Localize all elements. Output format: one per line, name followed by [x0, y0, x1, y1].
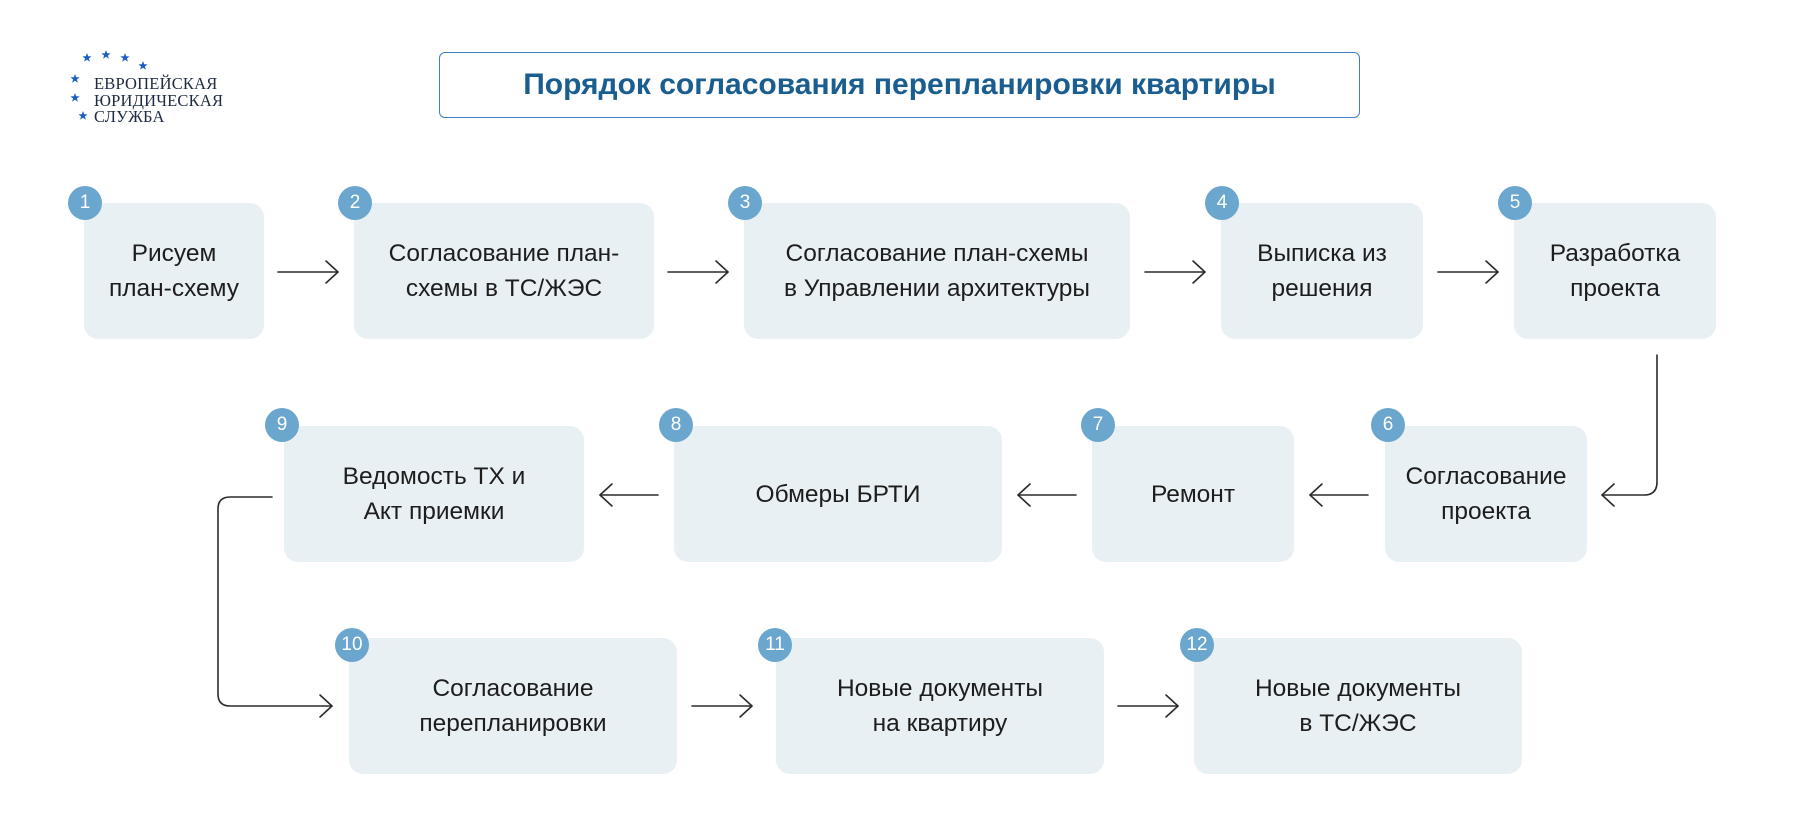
logo: ЕВРОПЕЙСКАЯ ЮРИДИЧЕСКАЯ СЛУЖБА	[65, 45, 255, 135]
arrow-4-5	[1437, 260, 1499, 284]
logo-text: ЕВРОПЕЙСКАЯ ЮРИДИЧЕСКАЯ СЛУЖБА	[94, 74, 224, 126]
step-4-box: Выписка из решения	[1221, 203, 1423, 339]
step-number-badge: 4	[1205, 186, 1239, 220]
step-8-box: Обмеры БРТИ	[674, 426, 1002, 562]
step-label: Обмеры БРТИ	[755, 480, 921, 508]
logo-stars	[70, 50, 148, 120]
page-title: Порядок согласования перепланировки квар…	[523, 68, 1276, 101]
step-10-box: Согласование перепланировки	[349, 638, 677, 774]
arrow-7-8	[1017, 483, 1077, 507]
step-number-badge: 3	[728, 186, 762, 220]
step-number-badge: 9	[265, 408, 299, 442]
arrow-3-4	[1144, 260, 1206, 284]
step-number-badge: 12	[1180, 628, 1214, 662]
arrow-9-10	[217, 496, 333, 718]
title-box: Порядок согласования перепланировки квар…	[439, 52, 1360, 118]
step-number-badge: 5	[1498, 186, 1532, 220]
step-label: Согласование перепланировки	[419, 675, 607, 737]
arrow-10-11	[691, 694, 753, 718]
step-label: Согласование план-схемы в Управлении арх…	[783, 240, 1091, 302]
step-9-box: Ведомость ТХ и Акт приемки	[284, 426, 584, 562]
step-12-box: Новые документы в ТС/ЖЭС	[1194, 638, 1522, 774]
arrow-1-2	[277, 260, 339, 284]
step-7-box: Ремонт	[1092, 426, 1294, 562]
logo-line-2: ЮРИДИЧЕСКАЯ	[94, 90, 224, 110]
step-5-box: Разработка проекта	[1514, 203, 1716, 339]
logo-line-3: СЛУЖБА	[94, 107, 165, 126]
step-number-badge: 6	[1371, 408, 1405, 442]
step-6-box: Согласование проекта	[1385, 426, 1587, 562]
step-3-box: Согласование план-схемы в Управлении арх…	[744, 203, 1130, 339]
step-number-badge: 11	[758, 628, 792, 662]
arrow-5-6	[1601, 354, 1658, 507]
step-label: Согласование проекта	[1405, 463, 1567, 525]
stars-icon	[70, 50, 148, 120]
step-label: Ремонт	[1150, 480, 1236, 508]
arrow-8-9	[599, 483, 659, 507]
arrow-6-7	[1309, 483, 1369, 507]
step-label: Рисуем план-схему	[108, 240, 240, 302]
step-label: Ведомость ТХ и Акт приемки	[342, 463, 526, 525]
step-label: Выписка из решения	[1257, 240, 1387, 302]
arrow-2-3	[667, 260, 729, 284]
step-label: Согласование план- схемы в ТС/ЖЭС	[388, 240, 620, 302]
step-1-box: Рисуем план-схему	[84, 203, 264, 339]
step-label: Разработка проекта	[1549, 240, 1681, 302]
step-number-badge: 1	[68, 186, 102, 220]
step-label: Новые документы на квартиру	[836, 675, 1044, 737]
step-number-badge: 10	[335, 628, 369, 662]
step-11-box: Новые документы на квартиру	[776, 638, 1104, 774]
step-number-badge: 7	[1081, 408, 1115, 442]
arrow-11-12	[1117, 694, 1179, 718]
step-number-badge: 8	[659, 408, 693, 442]
logo-line-1: ЕВРОПЕЙСКАЯ	[94, 74, 218, 93]
step-number-badge: 2	[338, 186, 372, 220]
step-label: Новые документы в ТС/ЖЭС	[1254, 675, 1462, 737]
step-2-box: Согласование план- схемы в ТС/ЖЭС	[354, 203, 654, 339]
